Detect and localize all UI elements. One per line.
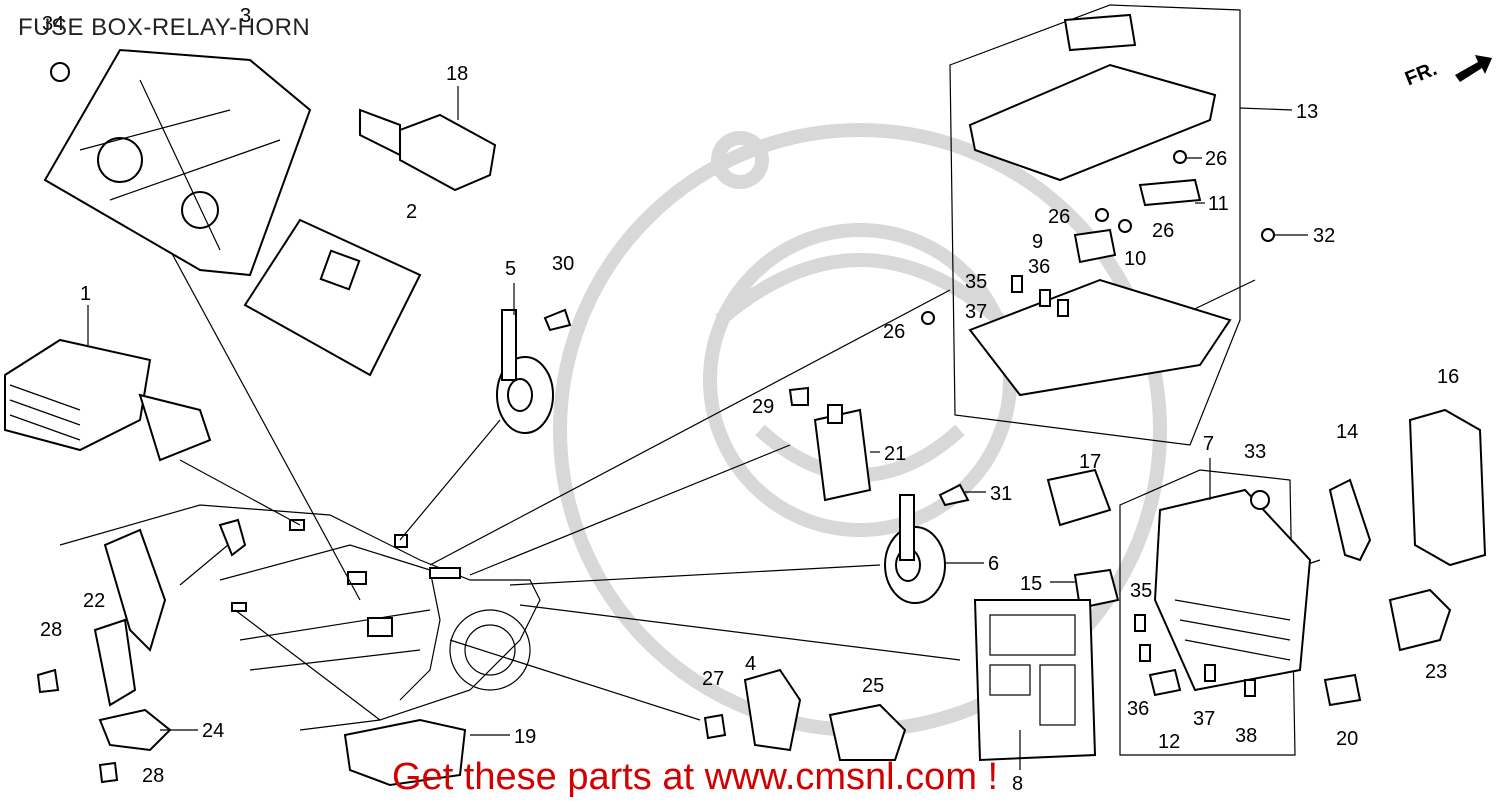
part-23-switch [1388, 588, 1452, 652]
callout-8: 8 [1012, 773, 1023, 795]
callout-10: 10 [1124, 248, 1146, 270]
callout-37b: 37 [1193, 708, 1215, 730]
part-27-screw [703, 713, 727, 740]
part-33-nut [1250, 490, 1270, 510]
part-12-clip [1148, 668, 1182, 697]
callout-18: 18 [446, 63, 468, 85]
callout-28a: 28 [40, 619, 62, 641]
callout-numbers: 34 3 18 2 1 5 30 13 26 11 26 26 9 10 35 … [40, 5, 1459, 795]
callout-34: 34 [42, 13, 64, 35]
callout-4: 4 [745, 653, 756, 675]
callout-23: 23 [1425, 661, 1447, 683]
callout-26c: 26 [1152, 220, 1174, 242]
callout-38: 38 [1235, 725, 1257, 747]
part-4-relay [743, 668, 802, 752]
callout-21: 21 [884, 443, 906, 465]
callout-29: 29 [752, 396, 774, 418]
callout-30: 30 [552, 253, 574, 275]
callout-26d: 26 [883, 321, 905, 343]
fuse-box-group-7 [1119, 469, 1312, 756]
promo-banner[interactable]: Get these parts at www.cmsnl.com ! [392, 756, 999, 798]
part-22-clip [218, 518, 247, 557]
callout-36a: 36 [1028, 256, 1050, 278]
callout-33: 33 [1244, 441, 1266, 463]
callout-6: 6 [988, 553, 999, 575]
part-22-switch [93, 618, 137, 707]
callout-25: 25 [862, 675, 884, 697]
callout-13: 13 [1296, 101, 1318, 123]
part-8-label [973, 599, 1097, 762]
callout-28b: 28 [142, 765, 164, 787]
callout-32: 32 [1313, 225, 1335, 247]
part-31-bolt [938, 483, 970, 507]
callout-17: 17 [1079, 451, 1101, 473]
callout-20: 20 [1336, 728, 1358, 750]
front-arrow-icon [1455, 55, 1492, 82]
callout-24: 24 [202, 720, 224, 742]
part-1-module [4, 338, 212, 462]
callout-36b: 36 [1127, 698, 1149, 720]
callout-9: 9 [1032, 231, 1043, 253]
vehicle-outline [59, 504, 541, 731]
part-22-bracket [103, 528, 167, 652]
callout-31: 31 [990, 483, 1012, 505]
callout-22: 22 [83, 590, 105, 612]
part-18-unit [359, 108, 497, 192]
callout-26a: 26 [1205, 148, 1227, 170]
part-3-bracket [43, 48, 312, 277]
part-28-screw-upper [36, 668, 60, 694]
small-fasteners [921, 150, 1275, 697]
callout-37a: 37 [965, 301, 987, 323]
callout-11: 11 [1208, 193, 1229, 215]
part-5-horn [496, 309, 554, 434]
callout-27: 27 [702, 668, 724, 690]
callout-12: 12 [1158, 731, 1180, 753]
part-14-bracket [1328, 478, 1372, 562]
callout-1: 1 [80, 283, 91, 305]
callout-7: 7 [1203, 433, 1214, 455]
part-24-switch [98, 708, 172, 752]
callout-19: 19 [514, 726, 536, 748]
callout-26b: 26 [1048, 206, 1070, 228]
callout-leaders [87, 86, 1308, 770]
part-28-screw-lower [98, 761, 119, 784]
part-19-unit [343, 718, 467, 787]
fuse-box-group-13 [949, 4, 1241, 446]
part-21-relay [813, 404, 872, 502]
callout-35a: 35 [965, 271, 987, 293]
part-20-relay [1323, 673, 1362, 707]
part-29-screw [788, 386, 809, 406]
callout-3: 3 [240, 5, 251, 27]
diagram-title: FUSE BOX-RELAY-HORN [18, 14, 311, 41]
part-25-switch [828, 703, 907, 761]
part-15-relay [1073, 568, 1120, 610]
part-16-unit [1408, 408, 1487, 567]
callout-2: 2 [406, 201, 417, 223]
callout-5: 5 [505, 258, 516, 280]
part-17-relay [1046, 468, 1112, 527]
callout-14: 14 [1336, 421, 1358, 443]
part-34-nut [50, 62, 70, 82]
part-2-control-unit [243, 218, 422, 377]
part-6-horn [884, 494, 946, 604]
callout-16: 16 [1437, 366, 1459, 388]
callout-15: 15 [1020, 573, 1042, 595]
part-30-bolt [543, 308, 572, 332]
callout-35b: 35 [1130, 580, 1152, 602]
